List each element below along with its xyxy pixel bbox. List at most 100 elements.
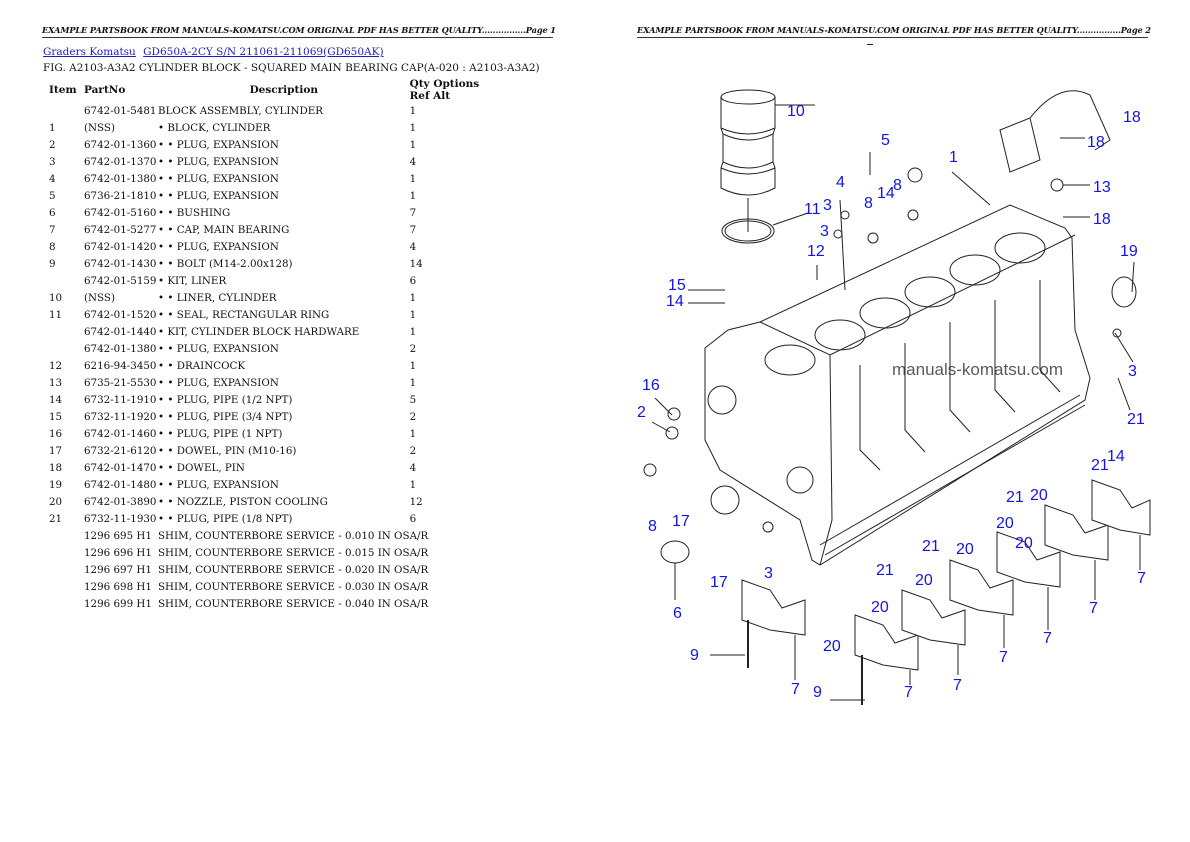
cell-item: 1 xyxy=(49,121,56,134)
callout-label: 7 xyxy=(999,649,1008,666)
cell-partno: 6732-21-6120 xyxy=(84,444,157,457)
cell-qty: A/R xyxy=(409,529,429,542)
cell-description: • • BOLT (M14-2.00x128) xyxy=(158,257,293,270)
callout-label: 3 xyxy=(1128,363,1137,380)
cell-description: SHIM, COUNTERBORE SERVICE - 0.020 IN OS xyxy=(158,563,410,576)
callout-label: 20 xyxy=(996,515,1014,532)
cell-description: • • SEAL, RECTANGULAR RING xyxy=(158,308,330,321)
callout-label: 7 xyxy=(1089,600,1098,617)
col-header-partno: PartNo xyxy=(84,84,126,96)
cell-partno: 6216-94-3450 xyxy=(84,359,157,372)
callout-label: 8 xyxy=(648,518,657,535)
cell-description: • KIT, CYLINDER BLOCK HARDWARE xyxy=(158,325,360,338)
callout-label: 18 xyxy=(1087,134,1105,151)
callout-label: 18 xyxy=(1123,109,1141,126)
cell-description: • • NOZZLE, PISTON COOLING xyxy=(158,495,328,508)
cell-partno: 6742-01-1440 xyxy=(84,325,157,338)
cell-description: • • DRAINCOCK xyxy=(158,359,246,372)
cell-qty: 1 xyxy=(409,308,417,321)
callout-label: 3 xyxy=(823,197,832,214)
cell-description: SHIM, COUNTERBORE SERVICE - 0.040 IN OS xyxy=(158,597,410,610)
cell-item: 5 xyxy=(49,189,56,202)
cell-qty: 1 xyxy=(409,325,417,338)
cell-qty: 7 xyxy=(409,223,417,236)
callout-label: 7 xyxy=(904,684,913,701)
callout-label: 14 xyxy=(666,293,684,310)
cell-partno: 6732-11-1910 xyxy=(84,393,157,406)
cell-qty: 1 xyxy=(409,291,417,304)
parts-table: Item PartNo Description Qty Options Ref … xyxy=(43,78,496,612)
cell-partno: (NSS) xyxy=(84,291,115,304)
cell-partno: 1296 698 H1 xyxy=(84,580,152,593)
cell-qty: A/R xyxy=(409,597,429,610)
callout-label: 6 xyxy=(673,605,682,622)
cell-description: • • PLUG, PIPE (1 NPT) xyxy=(158,427,283,440)
figure-title: FIG. A2103-A3A2 CYLINDER BLOCK - SQUARED… xyxy=(43,62,540,74)
cell-description: • • PLUG, EXPANSION xyxy=(158,240,279,253)
cell-qty: 1 xyxy=(409,478,417,491)
cell-item: 18 xyxy=(49,461,63,474)
cell-qty: A/R xyxy=(409,546,429,559)
cell-description: • • PLUG, EXPANSION xyxy=(158,189,279,202)
cell-qty: 4 xyxy=(409,240,417,253)
cell-qty: 1 xyxy=(409,138,417,151)
callout-label: 7 xyxy=(1043,630,1052,647)
cell-item: 2 xyxy=(49,138,56,151)
cell-description: • • PLUG, EXPANSION xyxy=(158,155,279,168)
breadcrumb-link-model[interactable]: GD650A-2CY S/N 211061-211069(GD650AK) xyxy=(143,46,384,58)
callout-label: 19 xyxy=(1120,243,1138,260)
page-header: EXAMPLE PARTSBOOK FROM MANUALS-KOMATSU.C… xyxy=(42,25,556,35)
cell-qty: 1 xyxy=(409,104,417,117)
callout-label: 8 xyxy=(893,177,902,194)
callout-label: 10 xyxy=(787,103,805,120)
callout-label: 5 xyxy=(881,132,890,149)
callout-label: 7 xyxy=(953,677,962,694)
cell-qty: 2 xyxy=(409,342,417,355)
callout-label: 4 xyxy=(836,174,845,191)
cell-description: • • PLUG, PIPE (1/2 NPT) xyxy=(158,393,293,406)
callout-label: 20 xyxy=(823,638,841,655)
callout-label: 15 xyxy=(668,277,686,294)
cell-partno: (NSS) xyxy=(84,121,115,134)
table-row: 10 (NSS) • • LINER, CYLINDER 1 xyxy=(43,289,496,306)
cell-partno: 6742-01-5277 xyxy=(84,223,157,236)
breadcrumb-link-graders-komatsu[interactable]: Graders Komatsu xyxy=(43,46,136,58)
cell-partno: 6732-11-1920 xyxy=(84,410,157,423)
callout-label: 17 xyxy=(672,513,690,530)
seal-ring-icon xyxy=(721,218,775,244)
cell-partno: 6742-01-5160 xyxy=(84,206,157,219)
callout-label: 2 xyxy=(637,404,646,421)
cell-partno: 6742-01-1370 xyxy=(84,155,157,168)
cell-description: • • PLUG, EXPANSION xyxy=(158,172,279,185)
callout-label: 1 xyxy=(949,149,958,166)
cell-description: • • BUSHING xyxy=(158,206,231,219)
cell-item: 10 xyxy=(49,291,63,304)
page-2: EXAMPLE PARTSBOOK FROM MANUALS-KOMATSU.C… xyxy=(595,0,1190,842)
cell-partno: 1296 696 H1 xyxy=(84,546,152,559)
cell-item: 20 xyxy=(49,495,63,508)
page-1: EXAMPLE PARTSBOOK FROM MANUALS-KOMATSU.C… xyxy=(42,25,556,612)
cell-description: • • PLUG, EXPANSION xyxy=(158,138,279,151)
cell-item: 7 xyxy=(49,223,56,236)
callout-label: 21 xyxy=(1091,457,1109,474)
cell-description: • • LINER, CYLINDER xyxy=(158,291,277,304)
cell-qty: 6 xyxy=(409,512,417,525)
cell-qty: 4 xyxy=(409,461,417,474)
page-mark xyxy=(867,44,873,45)
table-row: 6742-01-1440• KIT, CYLINDER BLOCK HARDWA… xyxy=(43,323,496,340)
cell-qty: 1 xyxy=(409,172,417,185)
